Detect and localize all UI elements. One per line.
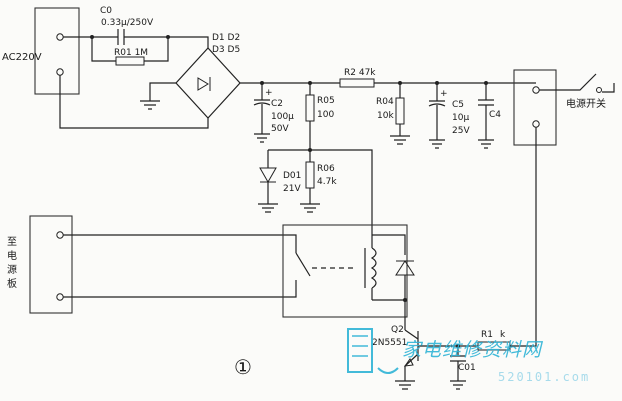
d3d5-label: D3 D5	[212, 45, 240, 55]
connector-terminal-top	[56, 231, 64, 239]
r01-label: R01 1M	[114, 48, 148, 58]
r04-value: 10k	[377, 111, 394, 121]
q2-type: 2N5551	[372, 338, 407, 348]
r01-resistor	[115, 56, 145, 66]
r2-label: R2 47k	[344, 68, 376, 78]
c0-value: 0.33μ/250V	[101, 18, 154, 28]
bridge-outline	[175, 47, 241, 119]
ac-return-wire	[59, 75, 209, 129]
watermark-logo-book	[347, 328, 373, 373]
d01-name: D01	[283, 171, 301, 181]
d01-value: 21V	[283, 184, 301, 194]
c5-capacitor	[428, 83, 446, 149]
watermark-text: 家电维修资料网	[402, 339, 544, 361]
to-board-char-3: 源	[7, 263, 17, 276]
switch-terminal-box	[513, 69, 557, 146]
input-rc-network: C0 0.33μ/250V R01 1M	[63, 6, 209, 66]
c2-voltage: 50V	[271, 124, 289, 134]
c5-value: 10μ	[452, 113, 469, 123]
c0-name: C0	[100, 6, 112, 16]
flyback-diode	[395, 260, 415, 276]
ac-terminal-top	[56, 33, 64, 41]
power-switch-block: 电源开关	[510, 69, 615, 347]
bridge-ground	[140, 82, 176, 110]
c4-label: C4	[489, 110, 501, 120]
r06-value: 4.7k	[317, 177, 337, 187]
c0-capacitor	[117, 29, 125, 45]
c5-voltage: 25V	[452, 126, 470, 136]
r1-resistor	[477, 341, 511, 351]
r2-filter-stage: R2 47k R04 10k + C5 10μ 25V C4	[339, 68, 536, 149]
relay-body	[282, 224, 408, 318]
junction-dot	[403, 298, 407, 302]
ac-terminal-bottom	[56, 68, 64, 76]
watermark-logo-lines	[352, 335, 368, 357]
relay-coil	[364, 235, 377, 300]
c2-value: 100μ	[271, 112, 294, 122]
r05-resistor	[305, 94, 315, 122]
c2-name: C2	[271, 99, 283, 109]
watermark-logo-swoosh	[377, 367, 399, 374]
relay-contact-arm	[295, 252, 311, 277]
power-board-connector	[29, 215, 73, 314]
c4-capacitor	[478, 83, 494, 149]
switch-terminal-bottom	[532, 120, 540, 128]
bridge-rectifier: D1 D2 D3 D5	[59, 33, 340, 129]
r04-name: R04	[376, 97, 394, 107]
watermark-url: 520101.com	[498, 370, 590, 384]
ac-input-block: AC220V	[2, 7, 80, 95]
r04-resistor	[395, 97, 405, 125]
to-board-char-4: 板	[7, 277, 17, 290]
figure-number: ①	[234, 355, 252, 379]
r05-branch: R05 100	[305, 81, 335, 152]
r1-value: k	[500, 330, 506, 340]
d1d2-label: D1 D2	[212, 33, 240, 43]
switch-contact	[596, 87, 602, 93]
c01-label: C01	[458, 363, 476, 373]
r06-name: R06	[317, 164, 335, 174]
q2-emitter-arrow	[403, 358, 414, 367]
d01-zener	[259, 167, 277, 184]
r1-label: R1	[481, 330, 493, 340]
r2-resistor	[339, 78, 375, 88]
q2-name: Q2	[391, 325, 404, 335]
r05-name: R05	[317, 96, 335, 106]
c2-capacitor: + C2 100μ 50V	[253, 81, 294, 143]
zener-r06-branch: D01 21V R06 4.7k	[258, 149, 373, 235]
watermark: 家电维修资料网 520101.com	[347, 328, 590, 384]
r05-value: 100	[317, 110, 334, 120]
ac-input-label: AC220V	[2, 52, 42, 63]
q2-ground	[395, 380, 415, 390]
ac-input-box	[34, 7, 80, 95]
relay-block: 至 电 源 板	[7, 215, 415, 330]
power-switch-label: 电源开关	[566, 97, 606, 110]
to-board-char-1: 至	[7, 236, 17, 248]
connector-terminal-bottom	[56, 293, 64, 301]
to-board-char-2: 电	[7, 249, 17, 262]
c01-capacitor	[450, 346, 466, 390]
bridge-diode-symbol	[197, 77, 211, 91]
r06-resistor	[305, 161, 315, 189]
switch-terminal-top	[532, 86, 540, 94]
c5-name: C5	[452, 100, 464, 110]
c5-plus: +	[440, 89, 448, 99]
c2-plus: +	[265, 88, 273, 98]
driver-transistor: Q2 2N5551 C01 R1 k	[372, 325, 511, 390]
